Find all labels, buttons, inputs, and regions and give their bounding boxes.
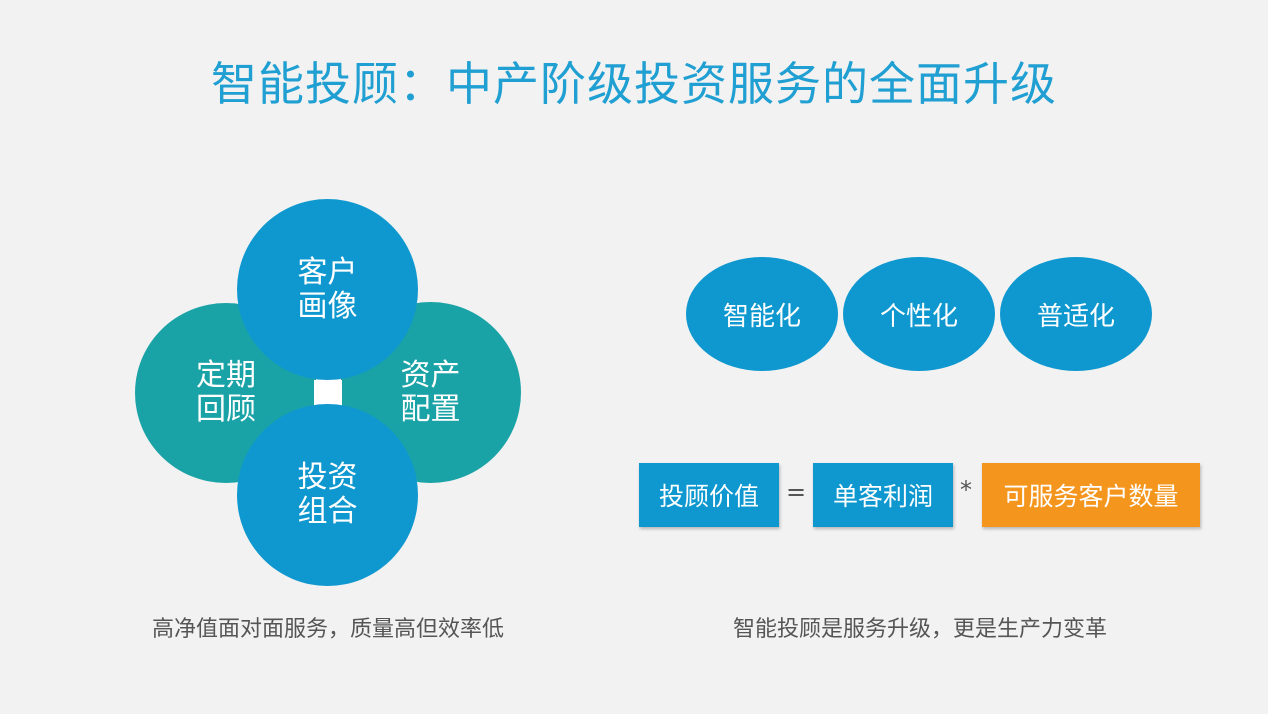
right-caption: 智能投顾是服务升级，更是生产力变革 (732, 617, 1107, 642)
center-square (314, 380, 342, 408)
circle-investment-portfolio-line-1: 投资 (297, 460, 358, 495)
circle-client-profile-line-2: 画像 (297, 288, 358, 324)
left-caption: 高净值面对面服务，质量高但效率低 (151, 617, 504, 642)
formula-serviceable-clients: 可服务客户数量 (982, 463, 1200, 527)
circle-asset-allocation-line-2: 配置 (400, 391, 461, 427)
circle-investment-portfolio: 投资 组合 (237, 404, 418, 586)
ellipse-universal: 普适化 (1000, 257, 1152, 371)
formula-profit-per-client: 单客利润 (813, 463, 953, 527)
formula-advisory-value: 投顾价值 (639, 463, 779, 527)
circle-investment-portfolio-line-2: 组合 (297, 494, 358, 529)
circle-client-profile-line-1: 客户 (297, 254, 358, 290)
circle-periodic-review-line-1: 定期 (196, 358, 256, 393)
ellipse-personalized: 个性化 (843, 257, 995, 371)
circle-asset-allocation-line-1: 资产 (400, 357, 461, 393)
circle-client-profile: 客户 画像 (237, 199, 418, 380)
formula-equals: = (785, 478, 807, 506)
page-title: 智能投顾：中产阶级投资服务的全面升级 (211, 57, 1057, 111)
formula-times: * (960, 476, 972, 504)
ellipse-intelligent: 智能化 (686, 257, 838, 371)
circle-periodic-review-line-2: 回顾 (196, 392, 256, 427)
